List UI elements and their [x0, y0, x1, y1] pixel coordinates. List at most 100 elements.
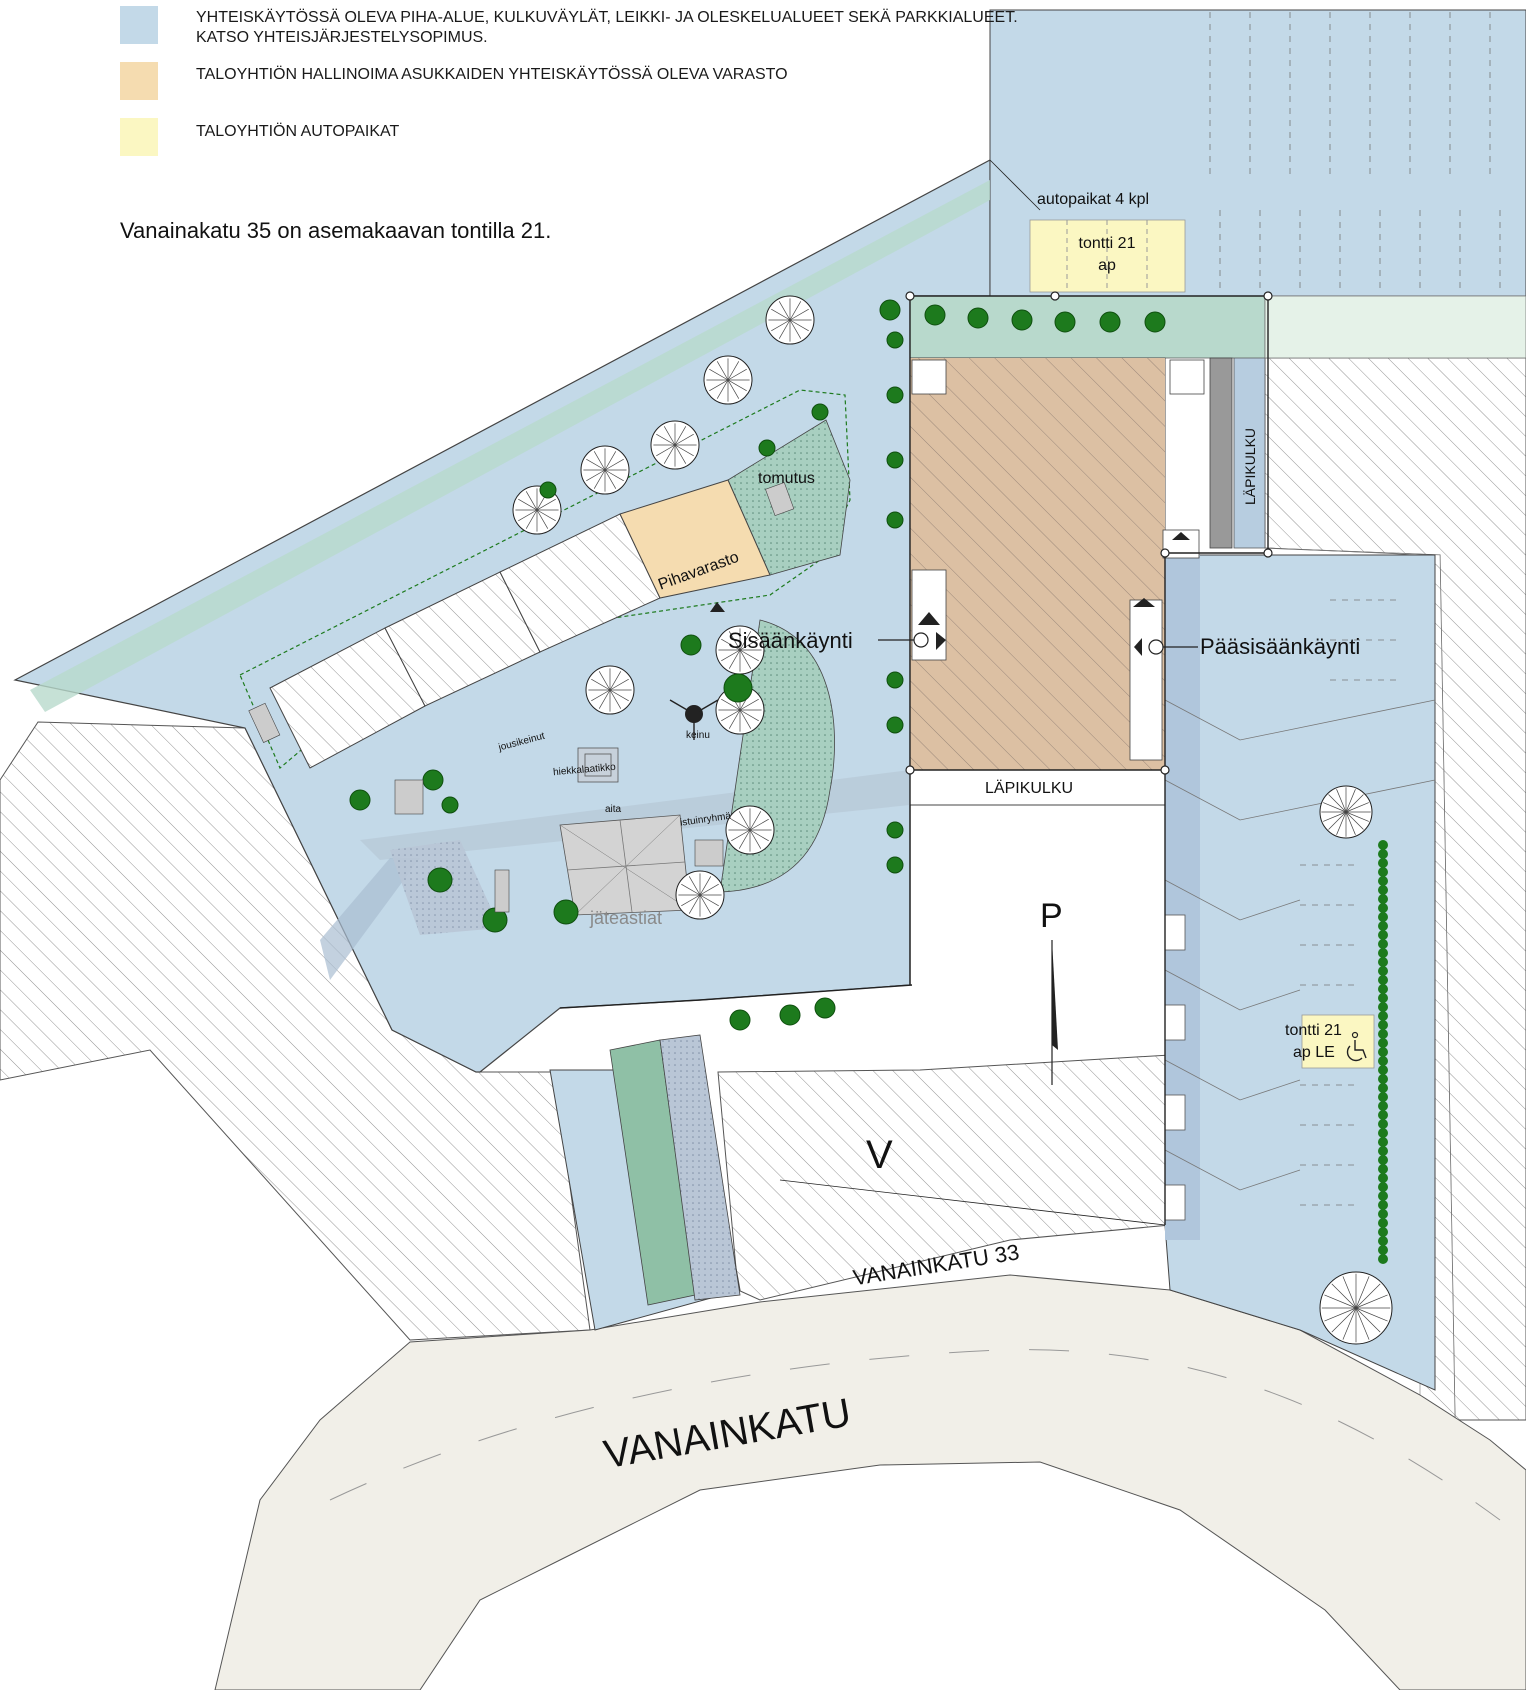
accessibility-icon: [1346, 1031, 1367, 1062]
hedge-shrub-icon: [1378, 1137, 1388, 1147]
tree-icon: [1054, 311, 1076, 333]
legend-text-parking: TALOYHTIÖN AUTOPAIKAT: [196, 122, 400, 140]
label-v-marker: V: [866, 1133, 893, 1177]
hedge-shrub-icon: [1378, 1083, 1388, 1093]
tree-icon: [886, 451, 904, 469]
hedge-shrub-icon: [1378, 1236, 1388, 1246]
hedge-shrub-icon: [1378, 975, 1388, 985]
hedge-shrub-icon: [1378, 948, 1388, 958]
legend-swatch-shared: [120, 6, 158, 44]
tree-icon: [886, 671, 904, 689]
hedge-shrub-icon: [1378, 912, 1388, 922]
label-lot-parking-1: tontti 21: [1079, 235, 1136, 252]
hedge-shrub-icon: [1378, 1074, 1388, 1084]
hedge-shrub-icon: [1378, 1038, 1388, 1048]
hedge-shrub-icon: [1378, 1227, 1388, 1237]
legend-swatch-storage: [120, 62, 158, 100]
hedge-shrub-icon: [1378, 939, 1388, 949]
hedge-shrub-icon: [1378, 840, 1388, 850]
plot-note: Vanainakatu 35 on asemakaavan tontilla 2…: [120, 218, 551, 243]
label-le-1: tontti 21: [1285, 1022, 1342, 1039]
label-aita: aita: [605, 804, 622, 815]
label-keinu: keinu: [686, 730, 710, 741]
tree-icon: [886, 716, 904, 734]
tree-icon: [427, 867, 453, 893]
hedge-shrub-icon: [1378, 1164, 1388, 1174]
tree-icon: [725, 805, 775, 855]
tree-icon: [1319, 1271, 1393, 1345]
storage-sheds: [269, 479, 771, 769]
legend-text-shared-1: YHTEISKÄYTÖSSÄ OLEVA PIHA-ALUE, KULKUVÄY…: [196, 8, 1018, 26]
tree-icon: [441, 796, 459, 814]
hedge-shrub-icon: [1378, 1218, 1388, 1228]
tree-icon: [539, 481, 557, 499]
hedge-shrub-icon: [1378, 921, 1388, 931]
leader-lines: [878, 639, 1198, 648]
hedge-shrub-icon: [1378, 966, 1388, 976]
hedge-shrub-icon: [1378, 1254, 1388, 1264]
tree-icon: [585, 665, 635, 715]
hedge-shrub-icon: [1378, 1155, 1388, 1165]
hedge-shrub-icon: [1378, 930, 1388, 940]
label-p-marker: P: [1040, 897, 1063, 935]
legend: YHTEISKÄYTÖSSÄ OLEVA PIHA-ALUE, KULKUVÄY…: [120, 6, 1018, 156]
tree-icon: [553, 899, 579, 925]
hedge-shrub-icon: [1378, 1065, 1388, 1075]
hedge-shrub-icon: [1378, 1173, 1388, 1183]
tree-icon: [886, 386, 904, 404]
tree-icon: [650, 420, 700, 470]
legend-text-shared-2: KATSO YHTEISJÄRJESTELYSOPIMUS.: [196, 28, 488, 46]
tree-icon: [811, 403, 829, 421]
hedge-shrub-icon: [1378, 1020, 1388, 1030]
hedge-shrub-icon: [1378, 1011, 1388, 1021]
tree-icon: [879, 299, 901, 321]
tree-icon: [886, 856, 904, 874]
tree-icon: [779, 1004, 801, 1026]
hedge-shrub-icon: [1378, 849, 1388, 859]
label-paasisaankaynti: Pääsisäänkäynti: [1200, 634, 1360, 659]
lot-corner-markers: [905, 291, 1273, 775]
tree-icon: [703, 355, 753, 405]
tree-icon: [1011, 309, 1033, 331]
north-arrow: [1051, 940, 1058, 1085]
hedge-shrub-icon: [1378, 1056, 1388, 1066]
hedge-shrub-icon: [1378, 984, 1388, 994]
hedge-shrub-icon: [1378, 894, 1388, 904]
tree-icon: [886, 331, 904, 349]
hedge-shrub-icon: [1378, 1119, 1388, 1129]
tree-icon: [349, 789, 371, 811]
entrance-markers: [710, 532, 1190, 656]
hedge-shrub-icon: [1378, 1245, 1388, 1255]
tree-icon: [715, 625, 765, 675]
label-hiekkalaatikko: hiekkalaatikko: [553, 762, 617, 778]
hedge-shrub-icon: [1378, 858, 1388, 868]
hedge-shrub-icon: [1378, 1182, 1388, 1192]
tree-icon: [967, 307, 989, 329]
label-lapikulku-vertical: LÄPIKULKU: [1242, 428, 1258, 505]
tree-icon: [924, 304, 946, 326]
tree-icon: [1319, 785, 1373, 839]
hedge-shrub-icon: [1378, 903, 1388, 913]
hedge-shrub-icon: [1378, 1128, 1388, 1138]
hedge-shrub-icon: [1378, 957, 1388, 967]
tree-icon: [814, 997, 836, 1019]
hedge-shrub-icon: [1378, 1047, 1388, 1057]
tree-icon: [886, 511, 904, 529]
hedge-shrub-icon: [1378, 1002, 1388, 1012]
hedge-shrub-icon: [1378, 1146, 1388, 1156]
legend-swatch-parking: [120, 118, 158, 156]
tree-icon: [680, 634, 702, 656]
tree-icon: [1099, 311, 1121, 333]
hedge-shrub-icon: [1378, 1029, 1388, 1039]
hedge-shrub-icon: [1378, 993, 1388, 1003]
hedge-shrub-icon: [1378, 1200, 1388, 1210]
label-lot-parking-2: ap: [1098, 257, 1116, 274]
tree-icon: [675, 870, 725, 920]
tree-icon: [422, 769, 444, 791]
legend-text-storage: TALOYHTIÖN HALLINOIMA ASUKKAIDEN YHTEISK…: [196, 65, 788, 83]
label-lapikulku-horizontal: LÄPIKULKU: [985, 779, 1073, 797]
playground-equipment: [248, 482, 795, 913]
tree-icon: [723, 673, 753, 703]
